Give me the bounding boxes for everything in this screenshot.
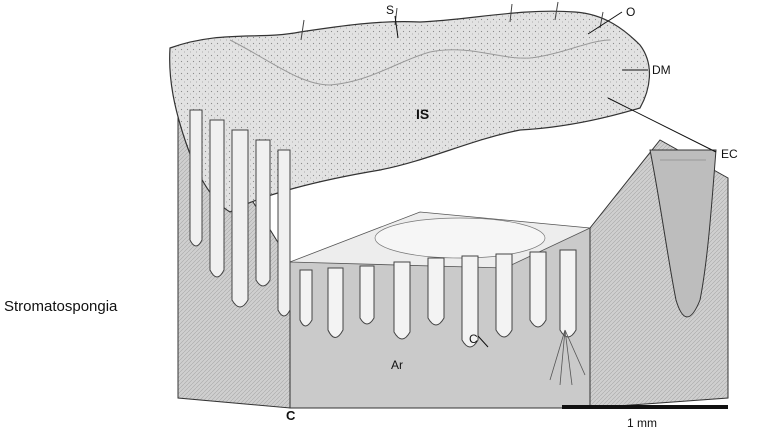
label-c: C [469,332,478,346]
label-s: S [386,3,394,17]
label-ar: Ar [391,358,403,372]
label-is: IS [416,106,429,122]
scale-bar [562,405,728,409]
label-ec: EC [721,147,738,161]
label-o: O [626,5,635,19]
scale-bar-label: 1 mm [627,416,657,430]
label-dm: DM [652,63,671,77]
panel-letter: C [286,408,295,423]
genus-title: Stromatospongia [4,298,117,315]
